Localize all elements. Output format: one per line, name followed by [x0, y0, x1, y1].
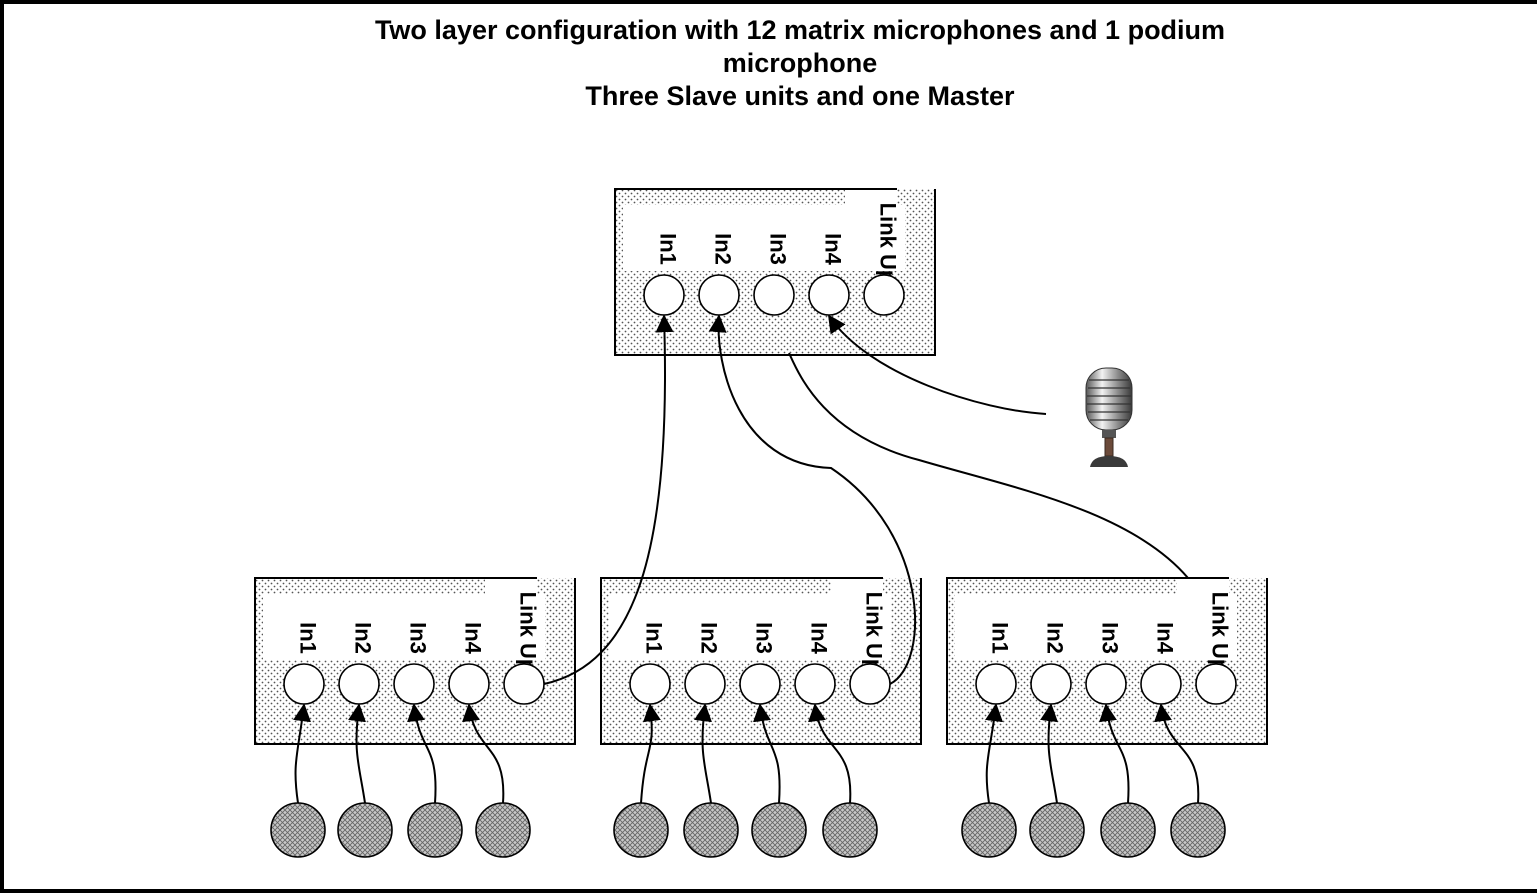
port-in2	[338, 663, 380, 705]
label-panel	[623, 205, 905, 271]
microphone-icon	[1085, 367, 1133, 467]
port-link-up	[863, 274, 905, 316]
matrix-microphone-icon	[1100, 802, 1156, 858]
wire-mic-to-slave2-in4	[808, 703, 852, 804]
matrix-microphone-icon	[475, 802, 531, 858]
port-label-link-up: Link Up	[1208, 592, 1233, 673]
port-in4	[1140, 663, 1182, 705]
port-label-in1: In1	[656, 233, 681, 265]
wire-slave3-to-master-in3	[788, 352, 1189, 579]
unit-outline	[614, 188, 936, 356]
matrix-microphone-icon	[1170, 802, 1226, 858]
port-label-in3: In3	[752, 622, 777, 654]
wire-mic-to-slave1-in3	[407, 703, 437, 804]
wire-mic-to-slave2-in1	[640, 703, 661, 804]
label-tab	[1177, 578, 1229, 596]
matrix-microphone-icon	[822, 802, 878, 858]
label-tab	[831, 578, 883, 596]
port-label-in1: In1	[296, 622, 321, 654]
port-in2	[684, 663, 726, 705]
port-label-in1: In1	[642, 622, 667, 654]
port-in1	[643, 274, 685, 316]
port-label-in1: In1	[988, 622, 1013, 654]
port-label-in4: In4	[1153, 622, 1178, 655]
wire-mic-to-slave1-in2	[348, 703, 366, 804]
label-panel	[609, 594, 891, 660]
unit-outline	[254, 577, 576, 745]
wire-mic-to-slave1-in4	[462, 703, 505, 804]
wires-layer	[293, 314, 1200, 804]
port-in3	[1085, 663, 1127, 705]
port-in1	[629, 663, 671, 705]
port-label-in3: In3	[1098, 622, 1123, 654]
label-tab	[845, 189, 897, 207]
port-in3	[753, 274, 795, 316]
port-in4	[794, 663, 836, 705]
port-label-in4: In4	[821, 233, 846, 266]
matrix-microphones	[270, 802, 1226, 858]
port-label-link-up: Link Up	[516, 592, 541, 673]
wire-mic-to-slave2-in2	[694, 703, 712, 804]
port-label-in2: In2	[697, 622, 722, 654]
title-line-3: Three Slave units and one Master	[585, 81, 1015, 111]
port-label-in2: In2	[351, 622, 376, 654]
port-in3	[393, 663, 435, 705]
title-line-2: microphone	[722, 48, 878, 78]
master-unit: In1 In2 In3 In4 Link Up	[614, 188, 936, 356]
wire-mic-to-slave3-in4	[1154, 703, 1200, 804]
matrix-microphone-icon	[270, 802, 326, 858]
port-label-in2: In2	[711, 233, 736, 265]
matrix-microphone-icon	[1029, 802, 1085, 858]
port-label-in3: In3	[766, 233, 791, 265]
matrix-microphone-icon	[613, 802, 669, 858]
port-in4	[448, 663, 490, 705]
port-label-link-up: Link Up	[862, 592, 887, 673]
port-label-in2: In2	[1043, 622, 1068, 654]
port-label-in3: In3	[406, 622, 431, 654]
port-in2	[698, 274, 740, 316]
slave-unit-3: In1 In2 In3 In4 Link Up	[946, 577, 1268, 745]
port-in3	[739, 663, 781, 705]
wire-mic-to-slave1-in1	[293, 703, 311, 804]
title-line-1: Two layer configuration with 12 matrix m…	[374, 15, 1226, 45]
wire-mic-to-slave2-in3	[753, 703, 781, 804]
wire-mic-to-slave3-in2	[1040, 703, 1058, 804]
port-in2	[1030, 663, 1072, 705]
wire-slave1-to-master-in1	[543, 314, 674, 685]
slave-unit-2: In1 In2 In3 In4 Link Up	[600, 577, 922, 745]
port-label-link-up: Link Up	[876, 203, 901, 284]
port-label-in4: In4	[461, 622, 486, 655]
label-tab	[485, 578, 537, 596]
port-link-up	[849, 663, 891, 705]
port-in4	[808, 274, 850, 316]
matrix-microphone-icon	[961, 802, 1017, 858]
port-label-in4: In4	[807, 622, 832, 655]
label-panel	[955, 594, 1237, 660]
wire-mic-to-slave3-in1	[985, 703, 1003, 804]
label-panel	[263, 594, 545, 660]
matrix-microphone-icon	[683, 802, 739, 858]
port-link-up	[503, 663, 545, 705]
matrix-microphone-icon	[751, 802, 807, 858]
wire-slave2-to-master-in2	[708, 314, 917, 685]
matrix-microphone-icon	[407, 802, 463, 858]
unit-outline	[600, 577, 922, 745]
wire-podium-to-master-in4	[827, 314, 1047, 415]
port-in1	[283, 663, 325, 705]
wire-mic-to-slave3-in3	[1099, 703, 1130, 804]
diagram-title: Two layer configuration with 12 matrix m…	[0, 14, 1537, 113]
matrix-microphone-icon	[337, 802, 393, 858]
port-in1	[975, 663, 1017, 705]
port-link-up	[1195, 663, 1237, 705]
unit-outline	[946, 577, 1268, 745]
